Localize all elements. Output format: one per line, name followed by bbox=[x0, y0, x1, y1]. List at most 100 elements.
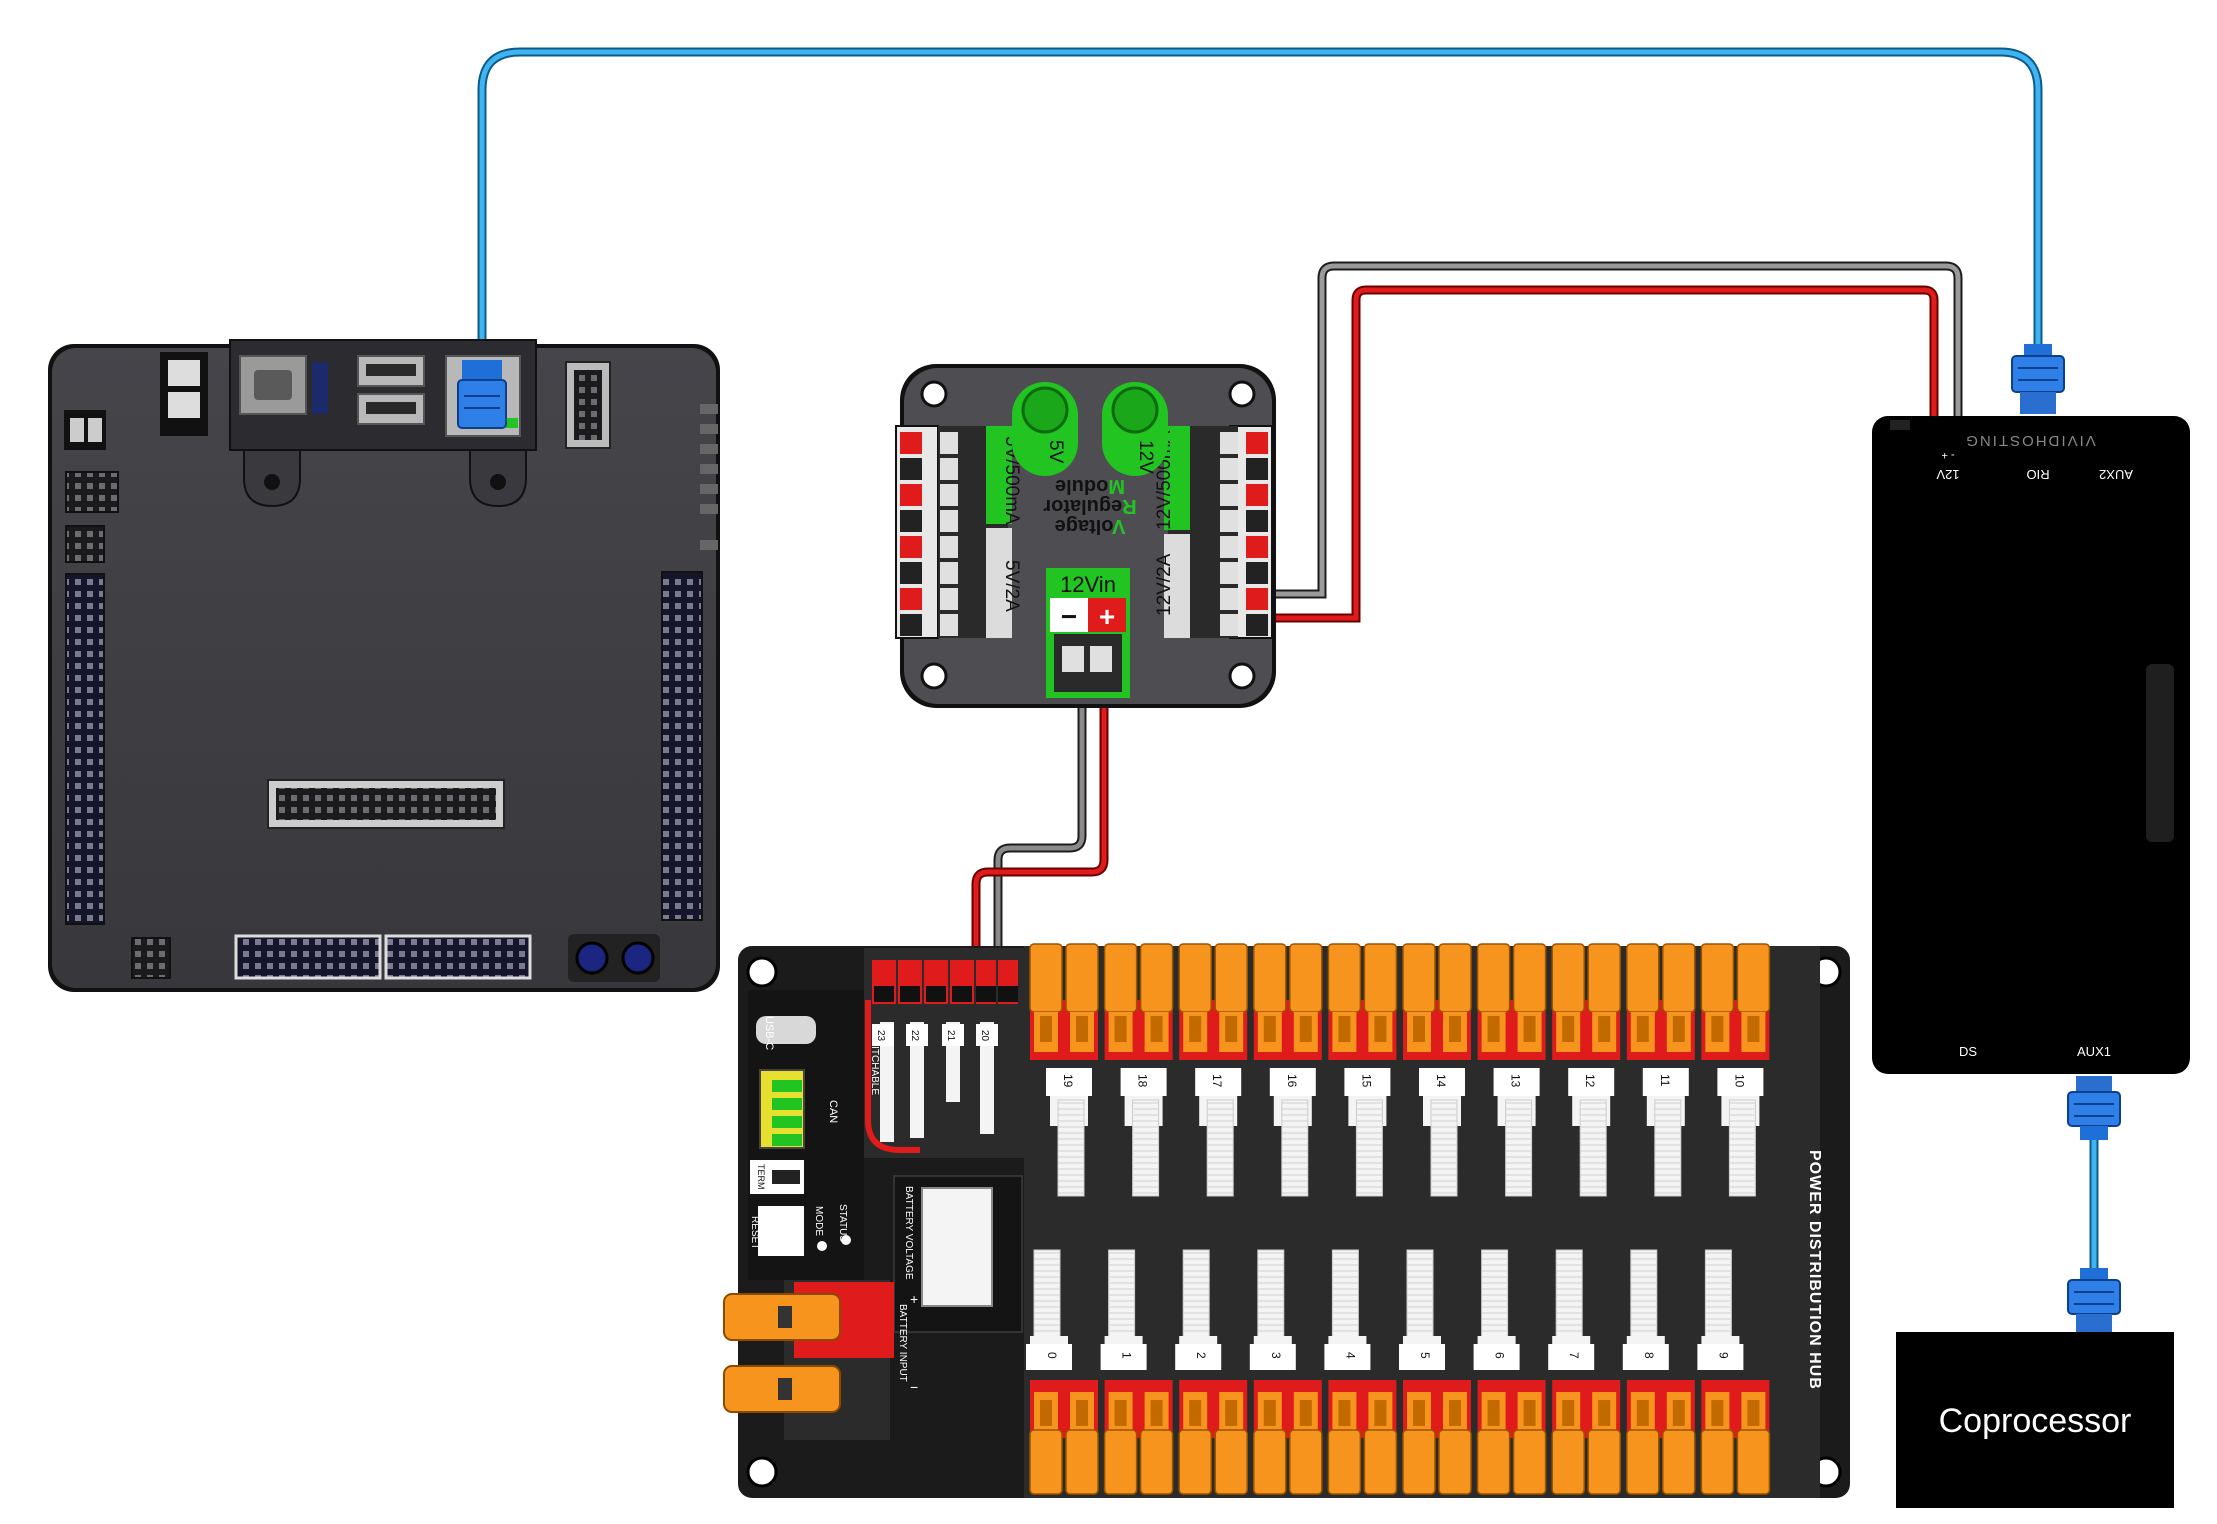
pdh-fuse-slot-top: 17 bbox=[1195, 1068, 1242, 1197]
pdh-bottom-connector-pair bbox=[1402, 1380, 1472, 1495]
pdh-wago-lever[interactable] bbox=[1626, 943, 1660, 1013]
pdh-title: POWER DISTRIBUTION HUB bbox=[1806, 1150, 1823, 1390]
pdh-wago-lever[interactable] bbox=[1253, 943, 1287, 1013]
pdh-fuse-slot-top: 12 bbox=[1568, 1068, 1615, 1197]
pdh-wago-lever[interactable] bbox=[1551, 1429, 1585, 1495]
pdh-wago-lever[interactable] bbox=[1214, 1429, 1248, 1495]
pdh-term-switch[interactable] bbox=[772, 1170, 800, 1184]
vrm-label-5v-2a: 5V/2A bbox=[1001, 560, 1022, 612]
voltage-regulator-module: 5V/500mA 5V/2A 12V/500mA 12V/2A 5V 12V V… bbox=[895, 364, 1276, 708]
pdh-wago-lever[interactable] bbox=[1103, 943, 1138, 1013]
pdh-channel-label-18: 18 bbox=[1136, 1074, 1150, 1088]
pdh-channel-label-12: 12 bbox=[1583, 1074, 1597, 1088]
pdh-channel-label-10: 10 bbox=[1732, 1074, 1746, 1088]
pdh-wago-lever[interactable] bbox=[1139, 1429, 1174, 1495]
pdh-wago-lever[interactable] bbox=[1551, 943, 1585, 1013]
pdh-top-connector-pair bbox=[1029, 943, 1099, 1060]
pdh-wago-lever[interactable] bbox=[1139, 943, 1174, 1013]
vrm-input-minus: − bbox=[1061, 601, 1077, 632]
pdh-wago-lever[interactable] bbox=[1327, 1429, 1362, 1495]
pdh-wago-lever[interactable] bbox=[1289, 943, 1323, 1013]
pdh-wago-lever[interactable] bbox=[1103, 1429, 1138, 1495]
vrm-right-terminals bbox=[1220, 432, 1268, 636]
rio-user-button[interactable] bbox=[575, 941, 609, 975]
pdh-mode-label: MODE bbox=[813, 1206, 824, 1236]
pdh-channel-label-7: 7 bbox=[1567, 1352, 1581, 1359]
pdh-wago-lever[interactable] bbox=[1626, 1429, 1660, 1495]
rio-reset-button[interactable] bbox=[621, 941, 655, 975]
pdh-wago-lever[interactable] bbox=[1253, 1429, 1287, 1495]
vrm-led-5v-label: 5V bbox=[1045, 440, 1066, 464]
vrm-input-plus: + bbox=[1099, 601, 1115, 632]
power-wire-pdh-to-vrm bbox=[971, 672, 1109, 980]
pdh-fuse-slot-top: 11 bbox=[1642, 1068, 1689, 1197]
pdh-wago-lever[interactable] bbox=[1438, 943, 1472, 1013]
vivid-hosting-radio: VIVIDHOSTING 12V - + RIO AUX2 DS AUX1 bbox=[1872, 344, 2190, 1140]
pdh-wago-lever[interactable] bbox=[1178, 1429, 1212, 1495]
ethernet-plug-radio-aux1 bbox=[2067, 1076, 2121, 1140]
vrm-left-terminals bbox=[900, 432, 958, 636]
pdh-wago-lever[interactable] bbox=[1736, 1429, 1771, 1495]
pdh-wago-lever[interactable] bbox=[1289, 1429, 1323, 1495]
pdh-wago-lever[interactable] bbox=[1587, 943, 1621, 1013]
pdh-wago-lever[interactable] bbox=[1512, 1429, 1547, 1495]
pdh-fuse-slot-bottom: 0 bbox=[1026, 1249, 1072, 1370]
pdh-fuse-slot-bottom: 5 bbox=[1399, 1249, 1445, 1370]
pdh-wago-lever[interactable] bbox=[1662, 1429, 1696, 1495]
pdh-fuse-slot-bottom: 2 bbox=[1175, 1249, 1222, 1370]
pdh-top-connector-pair bbox=[1626, 943, 1696, 1060]
pdh-fuse-slot-bottom: 8 bbox=[1622, 1249, 1669, 1370]
pdh-channel-label-1: 1 bbox=[1120, 1352, 1134, 1359]
coprocessor-label: Coprocessor bbox=[1939, 1402, 2132, 1440]
pdh-wago-lever[interactable] bbox=[1700, 1429, 1735, 1495]
pdh-fuse-slot-bottom: 4 bbox=[1324, 1249, 1371, 1370]
pdh-voltage-display bbox=[921, 1187, 993, 1307]
pdh-bottom-connector-pair bbox=[1327, 1380, 1398, 1495]
pdh-channel-label-4: 4 bbox=[1343, 1352, 1357, 1359]
pdh-wago-lever[interactable] bbox=[1029, 943, 1063, 1013]
pdh-channel-label-14: 14 bbox=[1434, 1074, 1448, 1088]
pdh-wago-lever[interactable] bbox=[1476, 1429, 1511, 1495]
pdh-usb-label: USB-C bbox=[763, 1016, 775, 1050]
pdh-bottom-connector-pair bbox=[1253, 1380, 1323, 1495]
pdh-wago-lever[interactable] bbox=[1327, 943, 1362, 1013]
pdh-wago-lever[interactable] bbox=[1402, 943, 1436, 1013]
pdh-wago-lever[interactable] bbox=[1662, 943, 1696, 1013]
vrm-5v-led bbox=[1021, 386, 1069, 434]
pdh-wago-lever[interactable] bbox=[1402, 1429, 1436, 1495]
pdh-fuse-slot-top: 16 bbox=[1269, 1068, 1316, 1197]
pdh-switchable-label: SWITCHABLE bbox=[869, 1030, 880, 1095]
pdh-channel-label-5: 5 bbox=[1418, 1352, 1432, 1359]
power-wire-vrm-to-radio bbox=[1268, 261, 1963, 623]
pdh-reset-button[interactable] bbox=[758, 1206, 804, 1256]
pdh-wago-lever[interactable] bbox=[1476, 943, 1511, 1013]
pdh-fuse-slot-top: 14 bbox=[1419, 1068, 1465, 1197]
pdh-wago-lever[interactable] bbox=[1700, 943, 1735, 1013]
pdh-wago-lever[interactable] bbox=[1512, 943, 1547, 1013]
pdh-wago-lever[interactable] bbox=[1587, 1429, 1621, 1495]
rio-pwm-header bbox=[65, 573, 105, 925]
pdh-wago-lever[interactable] bbox=[1363, 943, 1398, 1013]
pdh-wago-lever[interactable] bbox=[1029, 1429, 1063, 1495]
pdh-wago-lever[interactable] bbox=[1363, 1429, 1398, 1495]
pdh-wago-lever[interactable] bbox=[1065, 943, 1099, 1013]
pdh-wago-lever[interactable] bbox=[1438, 1429, 1472, 1495]
pdh-top-connector-pair bbox=[1178, 943, 1248, 1060]
pdh-top-connector-pair bbox=[1551, 943, 1621, 1060]
radio-12v-polarity: - + bbox=[1941, 449, 1954, 461]
pdh-switch-channel-22: 22 bbox=[909, 1030, 920, 1042]
pdh-wago-lever[interactable] bbox=[1214, 943, 1248, 1013]
pdh-switch-channel-21: 21 bbox=[945, 1030, 956, 1042]
pdh-wago-lever[interactable] bbox=[1065, 1429, 1099, 1495]
pdh-wago-lever[interactable] bbox=[1736, 943, 1771, 1013]
pdh-channel-label-3: 3 bbox=[1269, 1352, 1283, 1359]
pdh-usb-c-port[interactable] bbox=[756, 1016, 816, 1044]
ethernet-plug-radio-rio bbox=[2011, 344, 2065, 414]
pdh-fuse-slot-top: 18 bbox=[1120, 1068, 1167, 1197]
pdh-channel-label-16: 16 bbox=[1285, 1074, 1299, 1088]
pdh-wago-lever[interactable] bbox=[1178, 943, 1212, 1013]
pdh-bottom-connector-pair bbox=[1029, 1380, 1099, 1495]
pdh-bottom-connector-pair bbox=[1178, 1380, 1248, 1495]
pdh-top-connector-pair bbox=[1253, 943, 1323, 1060]
